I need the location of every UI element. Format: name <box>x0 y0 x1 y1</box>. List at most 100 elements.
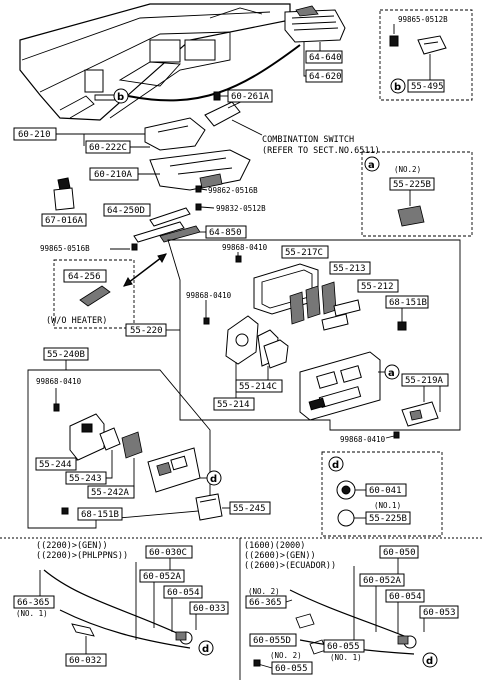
spec-right-1: (1600)(2000) <box>244 541 305 551</box>
note-combination-switch: COMBINATION SWITCH <box>262 135 354 145</box>
label-55-240b: 55-240B <box>47 350 85 360</box>
svg-text:b: b <box>117 92 124 103</box>
label-box-68-151b-top <box>385 295 429 309</box>
label-box-60-053 <box>419 605 459 619</box>
inset-wo-heater <box>53 259 135 329</box>
column-cover-upper <box>144 117 206 151</box>
label-55-243: 55-243 <box>69 474 102 484</box>
label-box-67-016a <box>41 213 87 227</box>
blank-plate <box>79 285 111 307</box>
label-55-219a: 55-219A <box>405 376 444 386</box>
clip-68-151b-bot <box>61 507 69 515</box>
screw-icon <box>203 317 210 325</box>
label-55-245: 55-245 <box>233 504 266 514</box>
label-box-55-214 <box>213 397 255 411</box>
screw-icon <box>131 243 138 251</box>
callout-a-inset <box>364 156 380 172</box>
label-55-217c: 55-217C <box>285 248 323 258</box>
label-box-55-212 <box>357 279 399 293</box>
label-box-60-054-r <box>385 589 425 603</box>
svg-text:a: a <box>368 160 375 171</box>
label-68-151b-bot: 68-151B <box>81 510 119 520</box>
label-box-55-213 <box>329 261 371 275</box>
note-no1-right: (NO. 1) <box>330 653 362 662</box>
label-55-242a: 55-242A <box>91 488 130 498</box>
label-60-055d: 60-055D <box>253 636 291 646</box>
bolt-99862-0516b: 99862-0516B <box>208 186 258 195</box>
label-60-210: 60-210 <box>18 130 51 140</box>
label-60-261a: 60-261A <box>231 92 270 102</box>
knob-55-242a <box>121 431 143 459</box>
note-no1-left: (NO. 1) <box>16 609 48 618</box>
clip-part <box>417 35 447 55</box>
knob-67-016a <box>53 177 75 211</box>
callout-b-inset <box>390 78 406 94</box>
slider-levers-55-213 <box>289 281 337 325</box>
screw-icon <box>195 203 202 211</box>
note-no2-top: (NO.2) <box>394 165 421 174</box>
label-box-55-495 <box>407 79 445 93</box>
bolt-99865-0512b-top: 99865-0512B <box>398 15 448 24</box>
panel-plate <box>147 447 201 493</box>
label-66-365-r: 66-365 <box>249 598 282 608</box>
knob-55-225b-bot <box>337 509 355 527</box>
label-55-214c: 55-214C <box>239 382 277 392</box>
label-55-220: 55-220 <box>130 326 163 336</box>
bezel-64-250d <box>133 207 191 243</box>
label-60-052a-r: 60-052A <box>363 576 402 586</box>
bolt-99868-0410-d: 99868-0410 <box>36 377 82 386</box>
svg-text:b: b <box>394 82 401 93</box>
label-60-210a: 60-210A <box>94 170 133 180</box>
svg-text:d: d <box>426 656 433 667</box>
knob-60-041 <box>336 480 356 500</box>
switch-55-219a <box>401 401 439 427</box>
bolt-99865-0516b: 99865-0516B <box>40 244 90 253</box>
spec-left-1: ((2200)>(GEN)) <box>36 541 108 551</box>
label-60-054-r: 60-054 <box>389 592 422 602</box>
label-box-64-256 <box>63 269 107 283</box>
spec-right-3: ((2600)>(ECUADOR)) <box>244 561 336 571</box>
heater-control-outline <box>167 239 461 431</box>
label-68-151b-top: 68-151B <box>389 298 427 308</box>
bolt-99868-0410-c: 99868-0410 <box>340 435 386 444</box>
control-cable-right <box>289 589 417 655</box>
label-box-60-030c <box>145 545 193 559</box>
spec-left-2: ((2200)>(PHLPPNS)) <box>36 551 128 561</box>
label-box-55-219a <box>401 373 449 387</box>
note-no2-right-b: (NO. 2) <box>270 651 302 660</box>
screw-icon <box>389 35 399 47</box>
label-box-60-050 <box>379 545 419 559</box>
label-55-213: 55-213 <box>333 264 366 274</box>
inset-b <box>379 9 473 101</box>
control-cable-left <box>43 569 193 649</box>
control-faceplate <box>299 351 381 421</box>
label-55-212: 55-212 <box>361 282 394 292</box>
svg-text:a: a <box>388 368 395 379</box>
label-66-365-l: 66-365 <box>17 598 50 608</box>
label-60-030c: 60-030C <box>149 548 187 558</box>
label-67-016a: 67-016A <box>45 216 84 226</box>
label-60-222c: 60-222C <box>89 143 127 153</box>
label-64-256: 64-256 <box>68 272 101 282</box>
svg-text:d: d <box>332 460 339 471</box>
column-cover-lower <box>149 149 251 191</box>
label-box-55-244 <box>35 457 77 471</box>
control-lever-55-214 <box>225 315 289 369</box>
note-refer-sect: (REFER TO SECT.NO.6511) <box>262 146 380 156</box>
ashtray-assembly <box>284 5 346 43</box>
label-60-053: 60-053 <box>423 608 456 618</box>
label-box-55-217c <box>281 245 329 259</box>
svg-text:d: d <box>210 474 217 485</box>
callout-d-left <box>198 640 214 656</box>
label-box-60-033 <box>189 601 229 615</box>
duct-55-245 <box>195 493 223 521</box>
dashboard-panel <box>19 3 291 121</box>
label-64-250d: 64-250D <box>107 206 145 216</box>
label-55-225b-top: 55-225B <box>393 180 431 190</box>
label-55-244: 55-244 <box>39 460 72 470</box>
label-box-60-055-a <box>323 639 365 653</box>
knobs-55-212 <box>321 299 361 331</box>
label-box-68-151b-bot <box>77 507 123 521</box>
bolt-99868-0410-a: 99868-0410 <box>222 243 268 252</box>
